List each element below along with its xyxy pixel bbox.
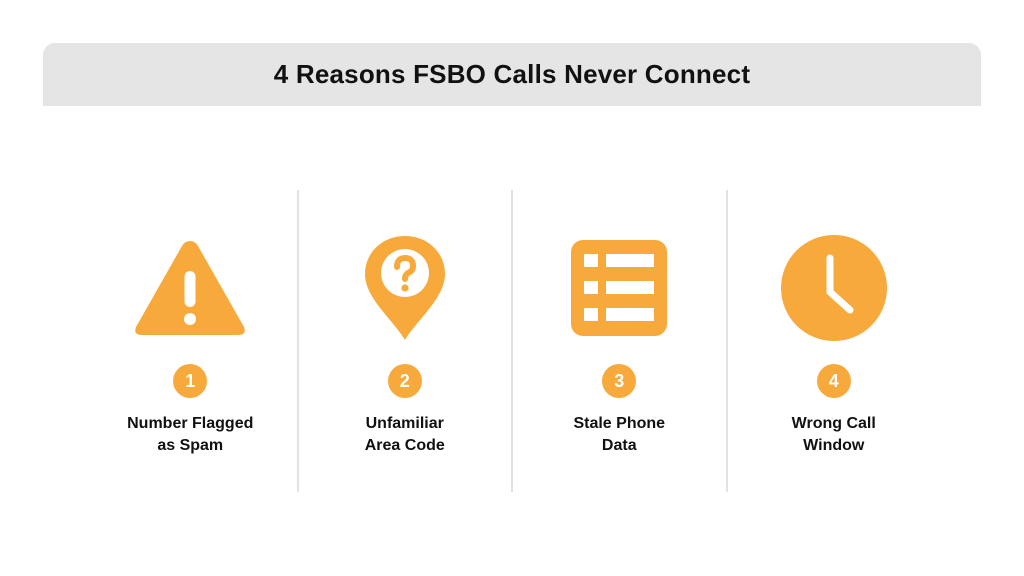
reason-label-line: Stale Phone [573, 415, 666, 432]
reason-column-2: 2 Unfamiliar Area Code [296, 190, 512, 492]
reason-label-line: as Spam [157, 437, 224, 454]
title-bar: 4 Reasons FSBO Calls Never Connect [43, 43, 981, 106]
clock-icon [774, 233, 894, 343]
reason-label: Unfamiliar Area Code [320, 413, 490, 457]
reason-label-line: Unfamiliar [365, 415, 444, 432]
reason-label: Number Flagged as Spam [105, 413, 275, 457]
location-question-icon [345, 233, 465, 343]
reason-column-4: 4 Wrong Call Window [725, 190, 941, 492]
reason-label-line: Number Flagged [127, 415, 254, 432]
reason-number-badge: 4 [816, 364, 851, 398]
reason-label-line: Window [803, 437, 865, 454]
warning-icon [130, 233, 250, 343]
reason-column-1: 1 Number Flagged as Spam [84, 190, 297, 492]
reason-column-3: 3 Stale Phone Data [511, 190, 726, 492]
reason-number-badge: 2 [387, 364, 422, 398]
page-title: 4 Reasons FSBO Calls Never Connect [273, 59, 751, 89]
reason-label: Stale Phone Data [534, 413, 704, 457]
reasons-row: 1 Number Flagged as Spam 2 Unfamiliar Ar… [84, 190, 940, 492]
reason-label-line: Wrong Call [791, 415, 876, 432]
reason-label: Wrong Call Window [749, 413, 919, 457]
reason-label-line: Data [601, 437, 637, 454]
list-table-icon [559, 233, 679, 343]
reason-number-badge: 1 [173, 364, 208, 398]
reason-number-badge: 3 [602, 364, 637, 398]
reason-label-line: Area Code [364, 437, 445, 454]
